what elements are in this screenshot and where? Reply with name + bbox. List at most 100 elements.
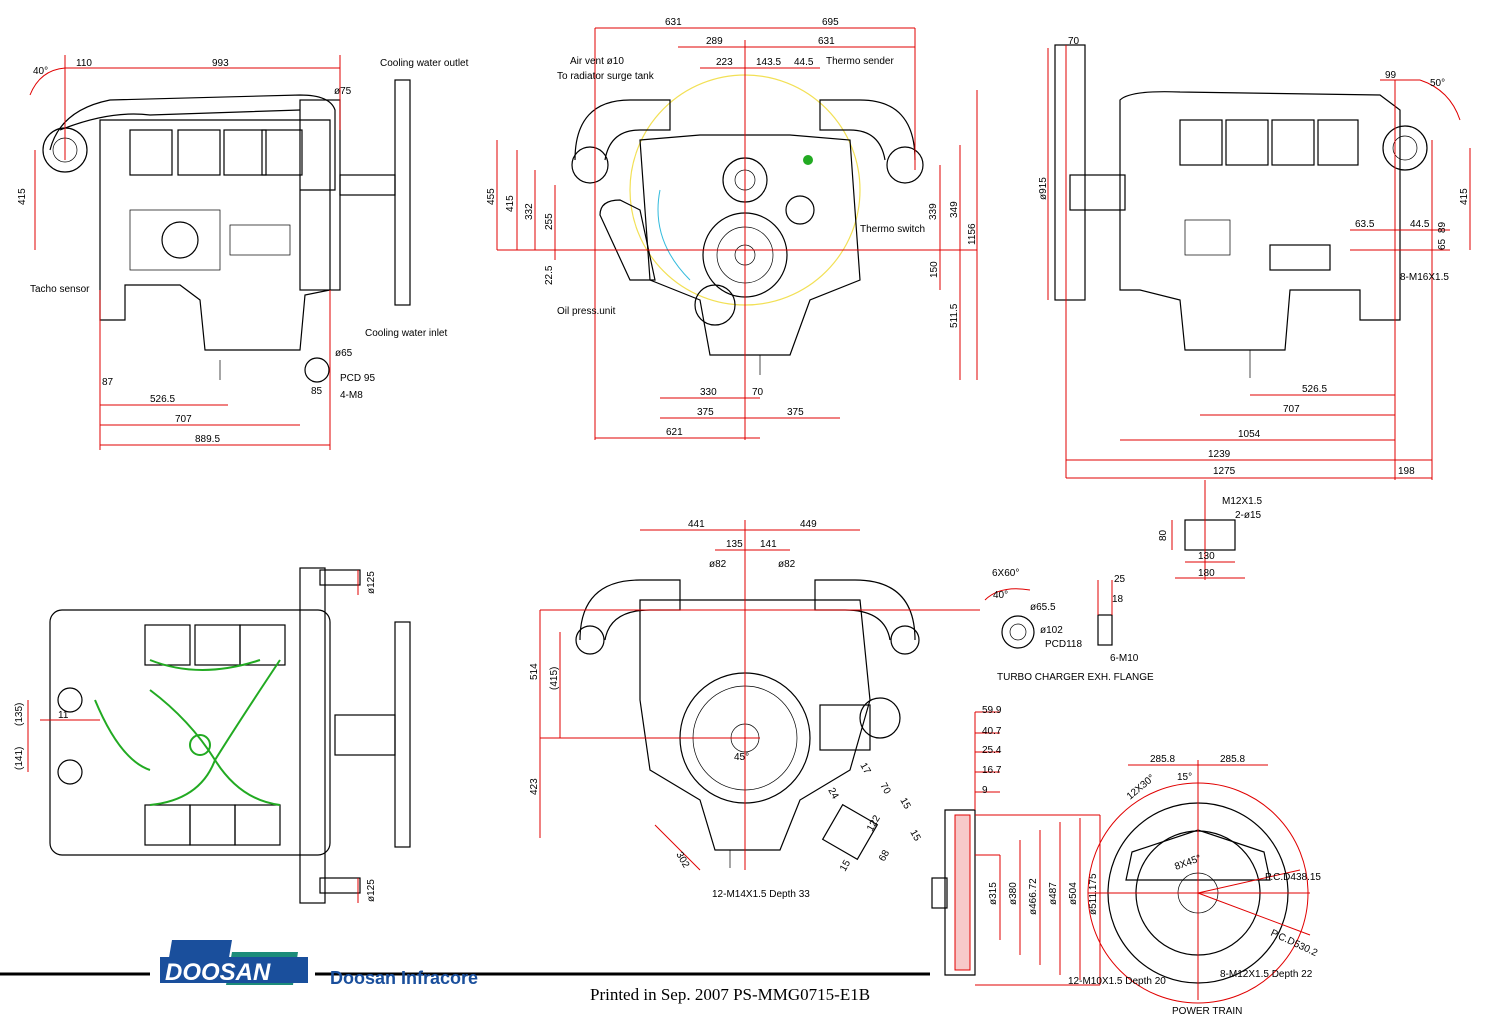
dim-526-5-r: 526.5 — [1302, 384, 1327, 395]
dim-o466-72: ø466.72 — [1028, 878, 1039, 915]
dim-141: 141 — [760, 539, 777, 550]
power-train — [1087, 760, 1311, 1004]
dim-198: 198 — [1398, 466, 1415, 477]
dim-40deg: 40° — [33, 66, 48, 77]
label-air-vent: Air vent ø10 — [570, 56, 624, 67]
dim-1239: 1239 — [1208, 449, 1231, 460]
dim-110: 110 — [76, 58, 92, 69]
dim-511-5: 511.5 — [949, 303, 960, 328]
dim-15deg: 15° — [1177, 772, 1192, 783]
dim-889-5: 889.5 — [195, 434, 220, 445]
dim-441: 441 — [688, 519, 705, 530]
dim-o75: ø75 — [334, 86, 352, 97]
dim-o125-bot: ø125 — [366, 879, 377, 902]
dim-o504: ø504 — [1068, 882, 1079, 905]
label-cooling-water-inlet: Cooling water inlet — [365, 328, 447, 339]
label-8-m12: 8-M12X1.5 Depth 22 — [1220, 969, 1313, 980]
dim-50deg: 50° — [1430, 78, 1445, 89]
dim-415-c: 415 — [505, 195, 516, 212]
dim-285-8-l: 285.8 — [1150, 754, 1175, 765]
dim-135-paren: (135) — [14, 703, 25, 726]
dim-pcd438: P.C.D438.15 — [1265, 872, 1321, 883]
dim-65: 65 — [1437, 238, 1448, 250]
dim-15-b: 15 — [907, 828, 922, 844]
dim-70-rear: 70 — [877, 781, 892, 797]
label-thermo-sender: Thermo sender — [826, 56, 894, 67]
turbo-flange — [984, 580, 1113, 649]
dim-85: 85 — [311, 386, 323, 397]
dim-289: 289 — [706, 36, 723, 47]
dim-o915: ø915 — [1038, 177, 1049, 200]
dim-449: 449 — [800, 519, 817, 530]
dim-2-o15: 2-ø15 — [1235, 510, 1262, 521]
dim-375-l: 375 — [697, 407, 714, 418]
dim-25: 25 — [1114, 574, 1126, 585]
dim-285-8-r: 285.8 — [1220, 754, 1245, 765]
dim-1054: 1054 — [1238, 429, 1261, 440]
dim-631: 631 — [818, 36, 835, 47]
dim-18: 18 — [1112, 594, 1124, 605]
dim-70-r: 70 — [1068, 36, 1080, 47]
dim-o65: ø65 — [335, 348, 353, 359]
dim-15-c: 15 — [838, 858, 853, 874]
dim-o82-l: ø82 — [709, 559, 727, 570]
dim-415: 415 — [17, 188, 28, 205]
dim-143-5: 143.5 — [756, 57, 781, 68]
dim-9: 9 — [982, 785, 988, 796]
company-name: Doosan Infracore — [330, 968, 478, 988]
doosan-logo: DOOSAN — [160, 940, 308, 986]
dim-87: 87 — [102, 377, 114, 388]
label-tacho-sensor: Tacho sensor — [30, 284, 90, 295]
dim-o102: ø102 — [1040, 625, 1063, 636]
dim-349: 349 — [949, 201, 960, 218]
title-turbo-flange: TURBO CHARGER EXH. FLANGE — [997, 672, 1154, 683]
dim-70: 70 — [752, 387, 764, 398]
dim-12x30: 12X30° — [1125, 773, 1157, 803]
dim-375-r: 375 — [787, 407, 804, 418]
dim-17: 17 — [857, 761, 872, 777]
dim-m12: M12X1.5 — [1222, 496, 1262, 507]
dim-415-r: 415 — [1459, 188, 1470, 205]
label-thermo-switch: Thermo switch — [860, 224, 925, 235]
dim-pcd118: PCD118 — [1045, 639, 1082, 650]
dim-63-5: 63.5 — [1355, 219, 1375, 230]
dim-16-7: 16.7 — [982, 765, 1002, 776]
title-power-train: POWER TRAIN — [1172, 1006, 1242, 1017]
dim-423: 423 — [529, 778, 540, 795]
dim-o65-5: ø65.5 — [1030, 602, 1056, 613]
dim-25-4: 25.4 — [982, 745, 1002, 756]
dim-o511-175: ø511.175 — [1088, 873, 1099, 915]
label-cooling-water-outlet: Cooling water outlet — [380, 58, 469, 69]
dim-40deg-t: 40° — [993, 590, 1008, 601]
doosan-logo-text: DOOSAN — [165, 959, 271, 986]
dim-993: 993 — [212, 58, 229, 69]
dim-302: 302 — [673, 850, 691, 870]
dim-180: 180 — [1198, 568, 1215, 579]
dim-223: 223 — [716, 57, 733, 68]
dim-415-paren: (415) — [549, 667, 560, 690]
print-info: Printed in Sep. 2007 PS-MMG0715-E1B — [590, 985, 870, 1004]
dim-621: 621 — [666, 427, 683, 438]
label-radiator-surge: To radiator surge tank — [557, 71, 655, 82]
dim-339: 339 — [928, 203, 939, 220]
top-view — [27, 567, 411, 904]
dim-11: 11 — [58, 710, 69, 721]
side-view-right — [1047, 44, 1471, 480]
dim-6x60: 6X60° — [992, 568, 1019, 579]
dim-pcd95: PCD 95 — [340, 373, 375, 384]
dim-526-5: 526.5 — [150, 394, 175, 405]
dim-o487: ø487 — [1048, 882, 1059, 905]
dim-135: 135 — [726, 539, 743, 550]
dim-695: 695 — [822, 17, 839, 28]
dim-455: 455 — [486, 188, 497, 205]
dim-80: 80 — [1158, 529, 1169, 541]
dim-1275: 1275 — [1213, 466, 1236, 477]
thermo-sender-marker — [803, 155, 813, 165]
dim-o82-r: ø82 — [778, 559, 796, 570]
dim-44-5: 44.5 — [794, 57, 814, 68]
dim-o315: ø315 — [988, 882, 999, 905]
label-oil-press-unit: Oil press.unit — [557, 306, 616, 317]
dim-99: 99 — [1385, 70, 1397, 81]
dim-514: 514 — [529, 663, 540, 680]
